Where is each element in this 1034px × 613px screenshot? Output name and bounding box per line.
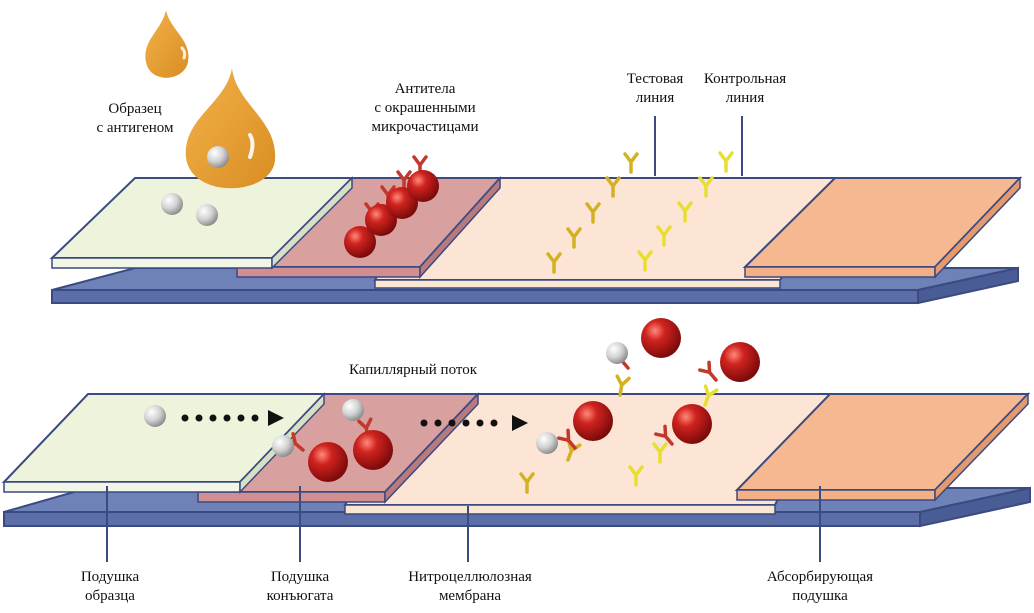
antigen: [161, 193, 183, 215]
membrane-front: [344, 504, 776, 515]
large-drop: [185, 68, 276, 189]
top-strip: [49, 10, 1023, 305]
conjugate-particles: [344, 155, 439, 258]
membrane-complexes: [519, 318, 760, 494]
antigen-in-drop: [207, 146, 229, 168]
backing-front-face: [51, 289, 919, 304]
small-drop: [145, 10, 189, 78]
conjugate-pad-front: [197, 491, 386, 503]
antigen: [144, 405, 166, 427]
sample-pad-front: [3, 481, 241, 493]
sample-pad-front: [51, 257, 273, 269]
backing-side-face: [919, 486, 1031, 528]
flow-arrow-1: [181, 410, 284, 426]
absorbent-pad-front: [736, 489, 936, 501]
membrane-front: [374, 279, 781, 289]
flow-arrow-2: [420, 415, 528, 431]
absorbent-pad-side: [934, 392, 1029, 502]
absorbent-pad-side: [934, 176, 1021, 279]
capillary-flow-label: Капиллярный поток: [348, 362, 478, 378]
bottom-strip: [1, 318, 1031, 562]
conjugate-complexes: [272, 399, 393, 482]
backing-side-face: [917, 266, 1019, 305]
antigen: [196, 204, 218, 226]
sample-pad-side: [271, 176, 353, 270]
conjugate-pad-side: [419, 176, 501, 279]
absorbent-pad-front: [744, 266, 936, 278]
